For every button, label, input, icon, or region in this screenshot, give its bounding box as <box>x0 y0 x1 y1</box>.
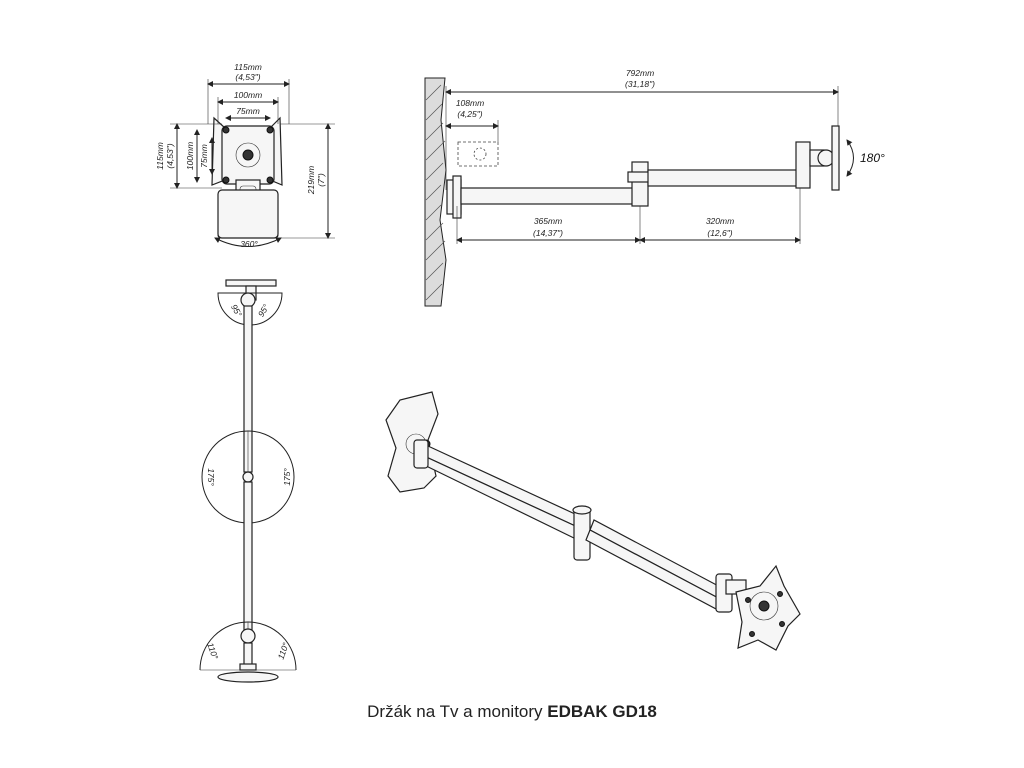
front-height-inner: 75mm <box>199 144 209 168</box>
mid-angle-left: 175° <box>206 468 216 486</box>
side-arm2: 320mm <box>706 216 734 226</box>
front-rotation: 360° <box>240 239 258 249</box>
front-width-outer: 115mm <box>234 62 262 72</box>
front-height-mid: 100mm <box>185 142 195 170</box>
front-view: 115mm (4,53") 100mm 75mm 115mm (4,53") 1… <box>155 62 335 249</box>
top-angle-left: 95° <box>229 302 244 319</box>
front-height-total: 219mm <box>306 166 316 195</box>
side-total-length-in: (31,18") <box>625 79 655 89</box>
mid-angle-right: 175° <box>282 468 292 486</box>
caption-model: EDBAK GD18 <box>547 702 657 721</box>
front-width-outer-in: (4,53") <box>235 72 260 82</box>
front-height-total-in: (7") <box>316 173 326 187</box>
top-view: 95° 95° 175° 175° 110° 110° <box>199 279 297 683</box>
side-arm2-in: (12,6") <box>707 228 732 238</box>
side-tilt: 180° <box>860 151 885 165</box>
side-arm1-in: (14,37") <box>533 228 563 238</box>
front-height-outer: 115mm <box>155 142 165 170</box>
front-width-mid: 100mm <box>234 90 262 100</box>
perspective-view <box>385 391 801 651</box>
side-wall-offset-in: (4,25") <box>457 109 482 119</box>
side-wall-offset: 108mm <box>456 98 484 108</box>
bottom-angle-left: 110° <box>205 641 220 661</box>
caption-prefix: Držák na Tv a monitory <box>367 702 548 721</box>
front-width-inner: 75mm <box>236 106 260 116</box>
top-angle-right: 95° <box>256 302 271 319</box>
caption: Držák na Tv a monitory EDBAK GD18 <box>0 702 1024 722</box>
side-view: 180° 792mm (31,18") 108mm (4,25") 365mm … <box>424 68 885 307</box>
side-arm1: 365mm <box>534 216 562 226</box>
side-total-length: 792mm <box>626 68 654 78</box>
front-height-outer-in: (4,53") <box>165 143 175 168</box>
